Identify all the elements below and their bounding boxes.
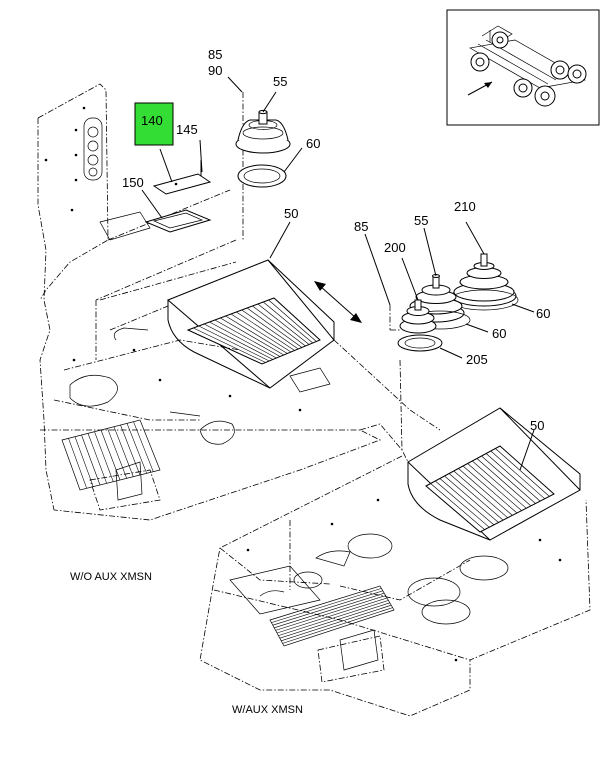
grate-line — [209, 321, 277, 359]
grate-line — [87, 433, 107, 484]
floor-mat-50-upper — [167, 221, 335, 389]
caption-without-aux: W/O AUX XMSN — [70, 571, 152, 583]
grate-line — [246, 307, 303, 348]
grate-line — [274, 592, 385, 629]
grate-line — [430, 483, 485, 530]
grate-line — [198, 325, 270, 362]
leader-85-90 — [227, 76, 243, 93]
caption-with-aux: W/AUX XMSN — [232, 704, 303, 716]
callout-205: 205 — [466, 352, 488, 367]
grate-line — [113, 426, 134, 477]
callout-50-upper: 50 — [284, 206, 298, 221]
grate-line — [133, 421, 154, 472]
grate-line — [472, 460, 527, 509]
grate-line — [81, 434, 101, 486]
shift-boot-210 — [449, 221, 535, 313]
grate-line — [458, 468, 513, 516]
grate-line — [241, 309, 299, 350]
grate-line — [94, 431, 114, 482]
leader-85-lower — [364, 233, 391, 306]
callout-90: 90 — [208, 63, 222, 78]
callout-55-lower: 55 — [414, 213, 428, 228]
grate-line — [279, 602, 390, 639]
callout-85-lower: 85 — [354, 219, 368, 234]
gasket-60-upper — [237, 147, 303, 188]
grate-line — [193, 327, 266, 363]
floor-upper — [40, 261, 441, 521]
grate-line — [435, 480, 490, 528]
grate-line — [68, 438, 87, 489]
grate-line — [453, 470, 508, 519]
shift-boot-55-upper — [235, 91, 291, 154]
grate-line — [448, 473, 504, 521]
grate-line — [476, 458, 532, 507]
grate-line — [230, 313, 292, 353]
floor-lower — [199, 423, 591, 717]
callout-60-middle: 60 — [492, 326, 506, 341]
grate-line — [74, 436, 94, 487]
gasket-205 — [397, 334, 463, 359]
cover-plate-140 — [152, 139, 212, 195]
grate-line — [252, 305, 306, 347]
double-arrow — [314, 281, 362, 323]
grate-line — [282, 607, 393, 644]
grate-line — [444, 475, 499, 523]
callout-210: 210 — [454, 199, 476, 214]
grate-line — [214, 319, 281, 357]
callout-60-upper: 60 — [306, 136, 320, 151]
grate-line — [276, 597, 388, 634]
seal-150 — [141, 189, 212, 233]
grate-line — [220, 317, 284, 356]
grate-line — [268, 299, 317, 342]
grate-line — [485, 453, 541, 502]
inset-truck-chassis — [446, 9, 600, 126]
grate-line — [272, 590, 383, 626]
grate-line — [467, 463, 522, 511]
grate-line — [225, 315, 288, 354]
highlight-box-140 — [134, 102, 174, 146]
grate-line — [439, 478, 495, 526]
grate-line — [107, 428, 127, 479]
callout-140: 140 — [141, 113, 163, 128]
grate-line — [278, 600, 389, 636]
floor-mat-50-lower — [407, 407, 581, 541]
grate-line — [481, 455, 536, 504]
grate-line — [490, 450, 545, 500]
grate-line — [495, 448, 550, 497]
callout-200: 200 — [384, 240, 406, 255]
callout-85-upper: 85 — [208, 47, 222, 62]
grate-line — [281, 604, 392, 642]
callout-60-right: 60 — [536, 306, 550, 321]
grate-line — [236, 311, 295, 351]
callout-50-lower: 50 — [530, 418, 544, 433]
callout-145: 145 — [176, 122, 198, 137]
callout-150: 150 — [122, 175, 144, 190]
grate-line — [126, 423, 147, 474]
grate-line — [203, 323, 274, 360]
grate-line — [263, 301, 313, 344]
grate-line — [120, 424, 141, 476]
callout-55-upper: 55 — [273, 74, 287, 89]
grate-line — [257, 303, 310, 345]
grate-line — [100, 429, 121, 481]
shift-boot-200 — [399, 257, 437, 334]
grate-line — [275, 595, 386, 631]
grate-line — [462, 465, 518, 514]
grate-line — [271, 588, 382, 623]
